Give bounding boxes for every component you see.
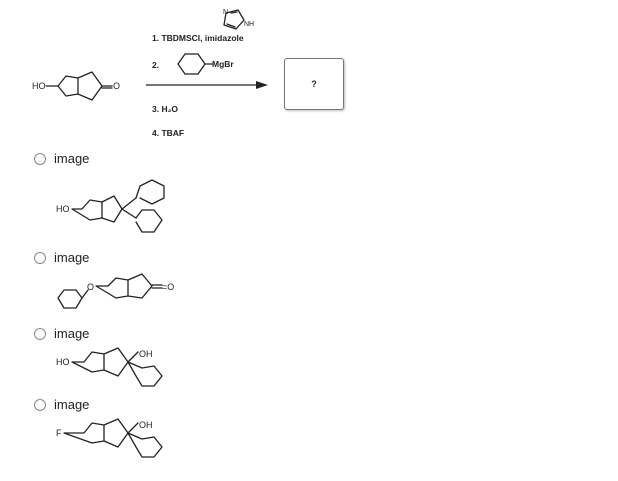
option-3-oh-label: OH bbox=[139, 349, 153, 359]
option-1-label: image bbox=[54, 151, 90, 166]
option-2[interactable]: image bbox=[34, 250, 89, 265]
step-3-text: 3. H₂O bbox=[152, 104, 178, 114]
option-2-label: image bbox=[54, 250, 90, 265]
option-3-ho-label: HO bbox=[56, 357, 70, 367]
step-4-text: 4. TBAF bbox=[152, 128, 184, 138]
arrow-head-icon bbox=[256, 81, 268, 89]
option-4[interactable]: image bbox=[34, 397, 89, 412]
imidazole-nh-label: NH bbox=[244, 21, 254, 28]
option-4-label: image bbox=[54, 397, 90, 412]
option-3-radio[interactable] bbox=[34, 327, 46, 340]
option-2-structure: O =O bbox=[57, 273, 174, 309]
product-placeholder: ? bbox=[311, 79, 317, 89]
starting-material-ho-label: HO bbox=[32, 81, 46, 91]
step-2-text: 2. bbox=[152, 60, 159, 70]
option-3-structure: HO OH bbox=[56, 347, 163, 387]
option-1-radio[interactable] bbox=[34, 152, 46, 165]
imidazole-structure: N NH bbox=[223, 9, 254, 30]
grignard-label: MgBr bbox=[212, 59, 234, 69]
product-box: ? bbox=[284, 58, 344, 110]
option-2-o-label: O bbox=[87, 282, 94, 292]
option-4-f-label: F bbox=[56, 428, 62, 438]
option-1-structure: HO bbox=[56, 179, 165, 233]
option-4-oh-label: OH bbox=[139, 420, 153, 430]
option-1-ho-label: HO bbox=[56, 204, 70, 214]
cyclohexyl-grignard: MgBr bbox=[177, 53, 234, 75]
option-4-structure: F OH bbox=[56, 418, 163, 458]
imidazole-n-label: N bbox=[223, 9, 228, 16]
step-1-text: 1. TBDMSCl, imidazole bbox=[152, 33, 244, 43]
starting-material: HO O bbox=[32, 71, 120, 101]
option-4-radio[interactable] bbox=[34, 398, 46, 411]
option-2-radio[interactable] bbox=[34, 251, 46, 264]
reaction-scheme: HO O N NH 1. TBDMSCl, imidazole 2. MgBr … bbox=[32, 9, 268, 138]
option-3-label: image bbox=[54, 326, 90, 341]
option-2-carbonyl-label: =O bbox=[162, 282, 174, 292]
option-3[interactable]: image bbox=[34, 326, 89, 341]
option-1[interactable]: image bbox=[34, 151, 89, 166]
carbonyl-o-label: O bbox=[113, 81, 120, 91]
